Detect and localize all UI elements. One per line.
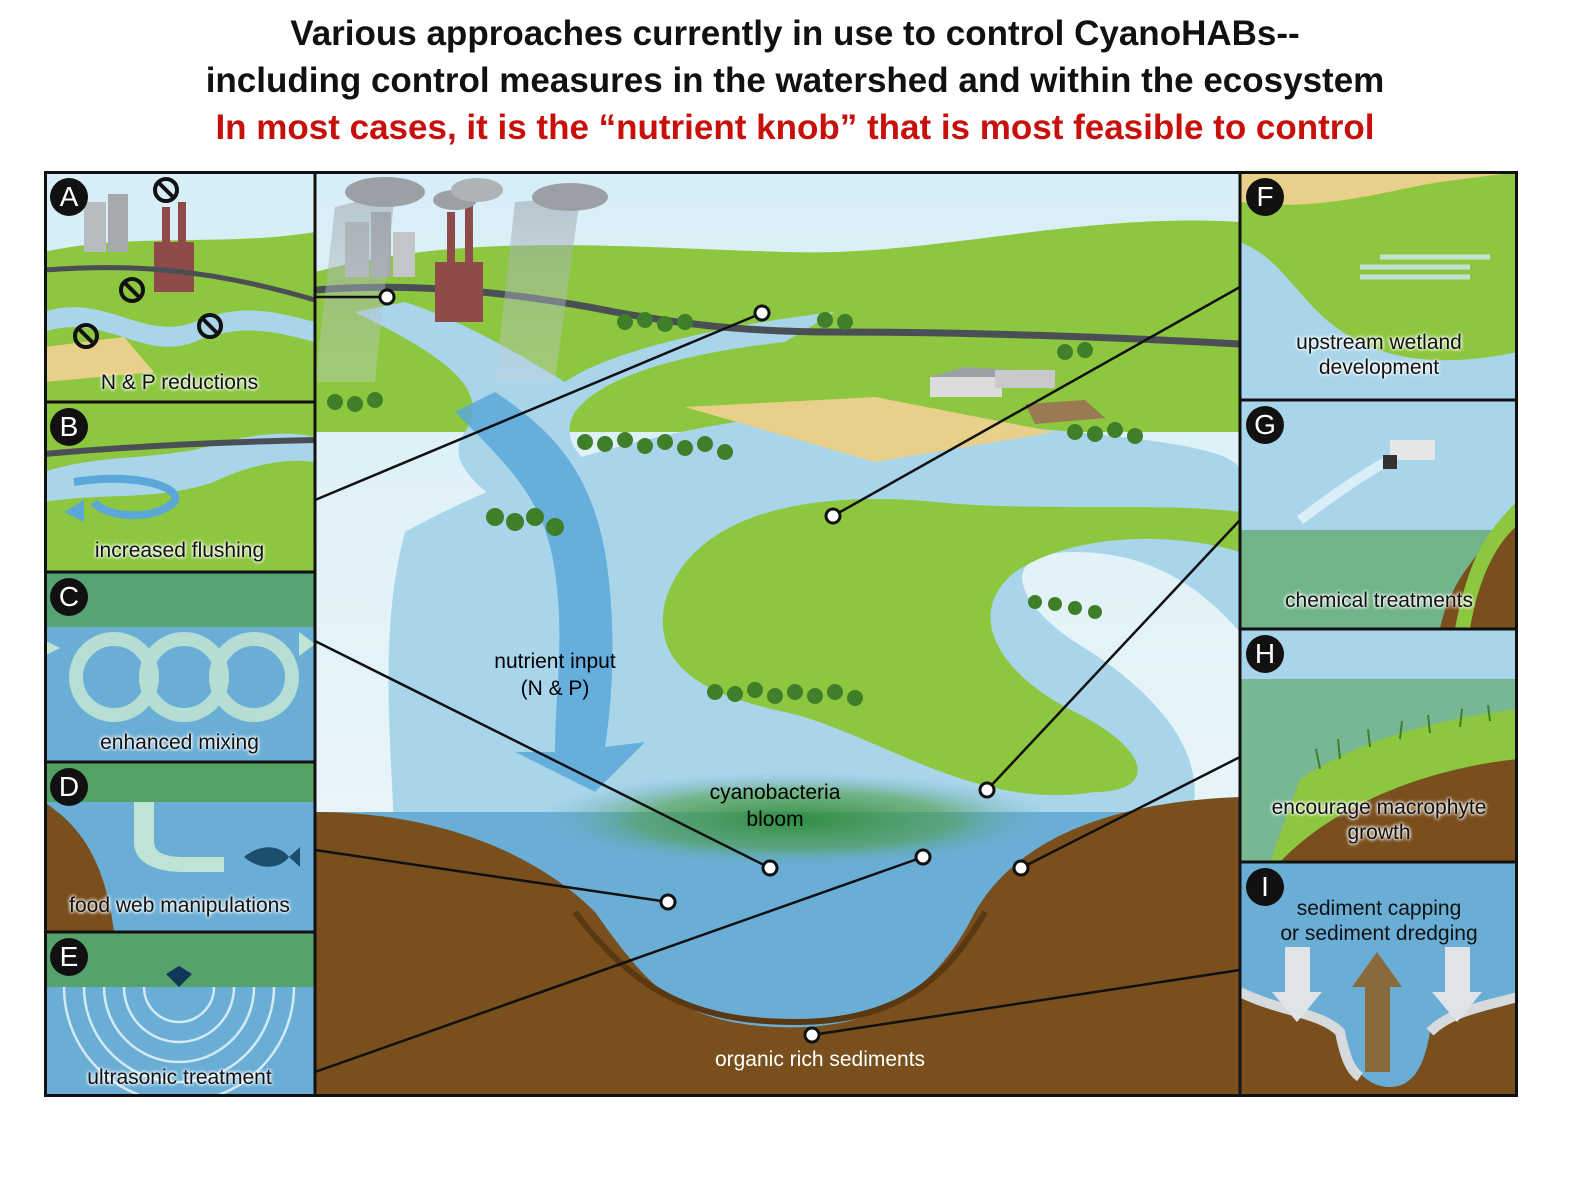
panel-d-label: food web manipulations — [69, 894, 290, 917]
panel-f-label-line-1: upstream wetland — [1296, 331, 1462, 354]
panel-g-badge: G — [1246, 406, 1284, 444]
panel-h-badge: H — [1246, 635, 1284, 673]
panel-b-label: increased flushing — [94, 539, 265, 562]
nutrient-input-text: nutrient input — [494, 650, 616, 673]
ultrasonic-illustration — [44, 932, 315, 1095]
panel-i-sediment: I sediment capping or sediment dredging — [1240, 862, 1518, 1095]
panel-g-chemical: G chemical treatments — [1240, 400, 1518, 629]
panel-i-badge: I — [1246, 868, 1284, 906]
panel-h-macrophyte: H encourage macrophyte growth — [1240, 629, 1518, 862]
panel-c-enhanced-mixing: C enhanced mixing — [44, 572, 315, 762]
panel-h-label-line-1: encourage macrophyte — [1271, 796, 1487, 819]
main-landscape-panel: nutrient input (N & P) cyanobacteria blo… — [315, 172, 1240, 1095]
panel-f-wetland: F upstream wetland development — [1240, 172, 1518, 400]
panel-e-label: ultrasonic treatment — [87, 1066, 272, 1089]
panel-e-ultrasonic: E ultrasonic treatment — [44, 932, 315, 1095]
diagram-subtitle-highlight: In most cases, it is the “nutrient knob”… — [215, 108, 1375, 147]
panel-b-badge: B — [50, 408, 88, 446]
panel-c-label: enhanced mixing — [100, 731, 259, 754]
sediment-capping-illustration — [1240, 862, 1518, 1095]
diagram-title-line-1: Various approaches currently in use to c… — [290, 14, 1300, 53]
flushing-illustration — [44, 402, 315, 572]
landscape-illustration — [315, 172, 1240, 1095]
nutrient-input-np-text: (N & P) — [520, 677, 590, 700]
panel-h-label: encourage macrophyte growth — [1240, 795, 1518, 845]
wetland-illustration — [1240, 172, 1518, 400]
panel-i-label: sediment capping or sediment dredging — [1240, 896, 1518, 946]
panel-a-badge: A — [50, 178, 88, 216]
cyanobacteria-bloom-label: cyanobacteria bloom — [675, 779, 875, 833]
macrophyte-illustration — [1240, 629, 1518, 862]
panel-b-increased-flushing: B increased flushing — [44, 402, 315, 572]
panel-f-label: upstream wetland development — [1240, 330, 1518, 380]
panel-i-label-line-1: sediment capping — [1296, 897, 1462, 920]
panel-c-badge: C — [50, 578, 88, 616]
panel-f-label-line-2: development — [1318, 356, 1440, 379]
diagram-title-line-2: including control measures in the waters… — [205, 61, 1385, 100]
nutrient-input-label: nutrient input (N & P) — [455, 648, 655, 702]
panel-g-label: chemical treatments — [1285, 589, 1473, 612]
panel-i-label-line-2: or sediment dredging — [1280, 922, 1478, 945]
panel-e-badge: E — [50, 938, 88, 976]
mixing-illustration — [44, 572, 315, 762]
panel-d-badge: D — [50, 768, 88, 806]
chemical-treatment-illustration — [1240, 400, 1518, 629]
panel-d-food-web: D food web manipulations — [44, 762, 315, 932]
panel-a-nutrient-reduction: A N & P reductions — [44, 172, 315, 402]
food-web-illustration — [44, 762, 315, 932]
bloom-text: bloom — [746, 808, 804, 831]
panel-a-label: N & P reductions — [100, 371, 259, 394]
cyanobacteria-text: cyanobacteria — [709, 781, 841, 804]
organic-sediments-label: organic rich sediments — [714, 1048, 926, 1071]
panel-f-badge: F — [1246, 178, 1284, 216]
panel-h-label-line-2: growth — [1347, 821, 1411, 844]
city-factory-illustration — [44, 172, 315, 402]
